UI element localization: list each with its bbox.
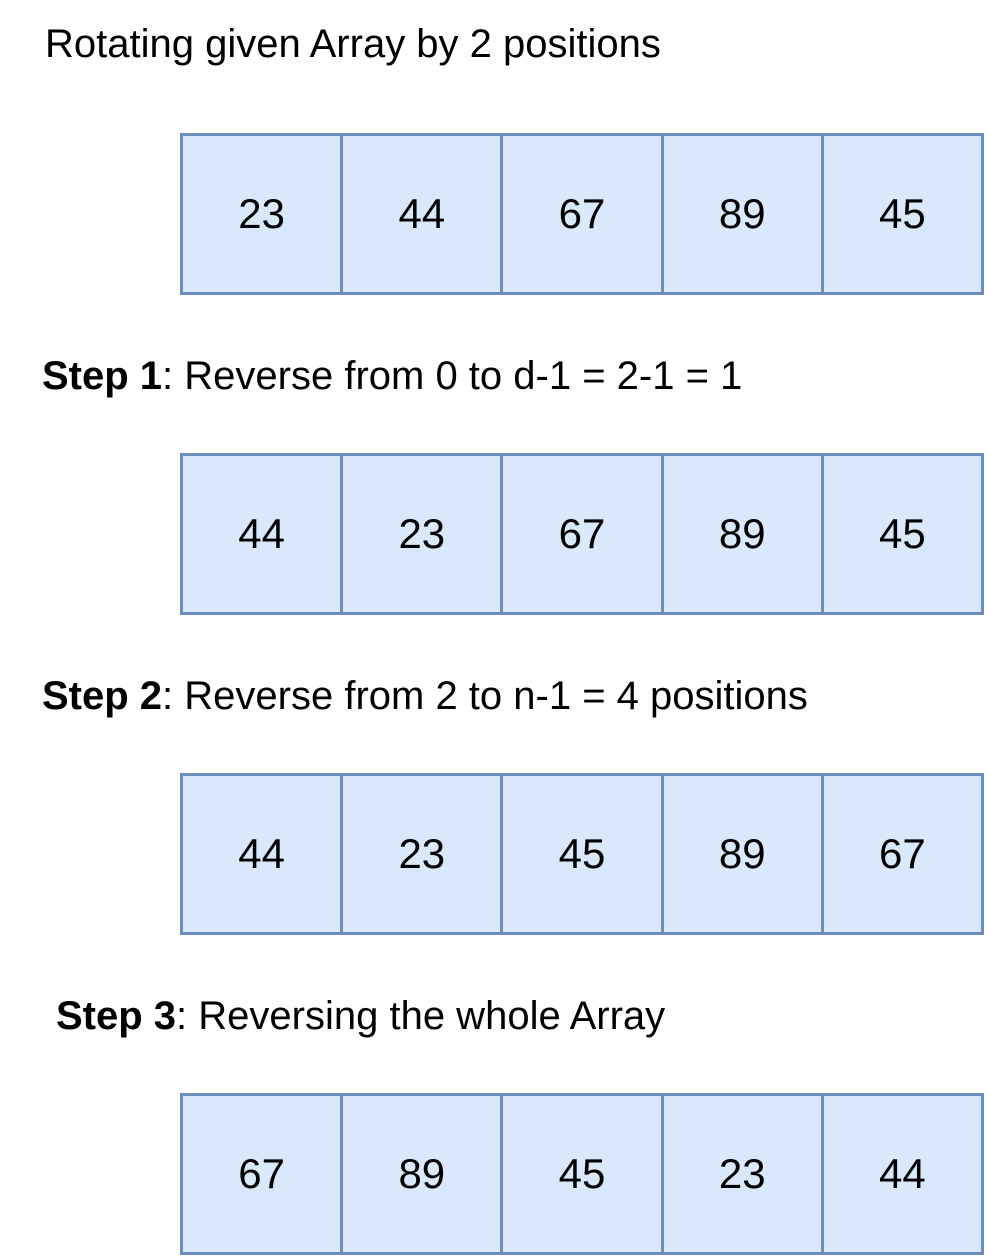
array-after-step-1: 44 23 67 89 45 bbox=[180, 453, 984, 615]
array-cell: 89 bbox=[664, 136, 824, 292]
step-3-text: : Reversing the whole Array bbox=[176, 994, 666, 1038]
array-initial: 23 44 67 89 45 bbox=[180, 133, 984, 295]
array-cell: 89 bbox=[664, 776, 824, 932]
diagram-title-text: Rotating given Array by 2 positions bbox=[45, 22, 661, 66]
array-after-step-3: 67 89 45 23 44 bbox=[180, 1093, 984, 1255]
step-2-label: Step 2 bbox=[42, 674, 163, 718]
step-2-text: : Reverse from 2 to n-1 = 4 positions bbox=[162, 674, 808, 718]
array-cell: 23 bbox=[343, 456, 504, 612]
array-cell: 45 bbox=[879, 190, 926, 237]
step-1-heading: Step 1: Reverse from 0 to d-1 = 2-1 = 1 bbox=[42, 352, 742, 400]
array-cell: 23 bbox=[343, 776, 504, 932]
step-1-label: Step 1 bbox=[42, 354, 163, 398]
array-cell: 45 bbox=[503, 1096, 664, 1252]
array-cell: 44 bbox=[343, 136, 504, 292]
array-cell: 45 bbox=[879, 510, 926, 557]
array-cell: 44 bbox=[183, 456, 344, 612]
array-cell: 67 bbox=[503, 456, 664, 612]
array-cell: 44 bbox=[879, 1150, 926, 1197]
step-2-heading: Step 2: Reverse from 2 to n-1 = 4 positi… bbox=[42, 672, 808, 720]
array-cell: 23 bbox=[183, 136, 344, 292]
array-cell: 67 bbox=[879, 830, 926, 877]
array-cell: 45 bbox=[503, 776, 664, 932]
array-cell: 89 bbox=[664, 456, 824, 612]
diagram-title: Rotating given Array by 2 positions bbox=[45, 20, 661, 68]
step-3-heading: Step 3: Reversing the whole Array bbox=[56, 992, 665, 1040]
array-cell: 44 bbox=[183, 776, 344, 932]
array-after-step-2: 44 23 45 89 67 bbox=[180, 773, 984, 935]
array-cell: 67 bbox=[503, 136, 664, 292]
array-cell: 89 bbox=[343, 1096, 504, 1252]
step-3-label: Step 3 bbox=[56, 994, 177, 1038]
step-1-text: : Reverse from 0 to d-1 = 2-1 = 1 bbox=[162, 354, 743, 398]
array-cell: 67 bbox=[183, 1096, 344, 1252]
array-cell: 23 bbox=[664, 1096, 824, 1252]
